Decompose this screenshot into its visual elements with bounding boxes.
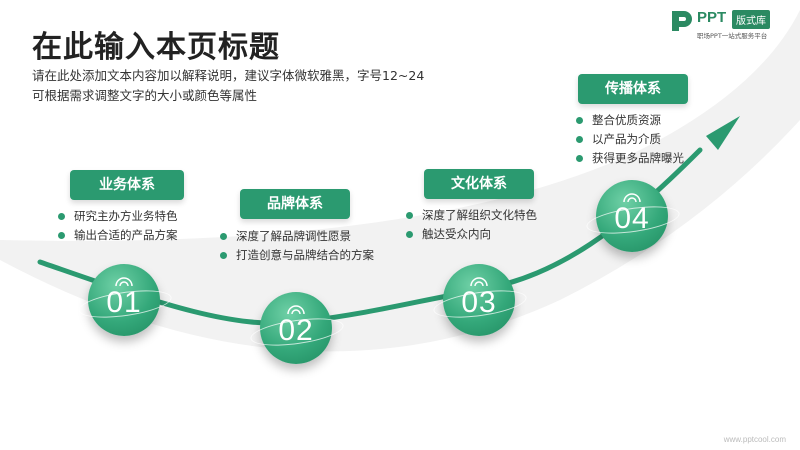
page-title: 在此输入本页标题 (32, 30, 280, 65)
step-1-bullets: 研究主办方业务特色 输出合适的产品方案 (56, 207, 178, 245)
step-4-label: 传播体系 (578, 74, 688, 104)
arrow-head-icon (706, 116, 740, 150)
logo-brand: PPT (697, 9, 727, 26)
list-item: 深度了解品牌调性愿景 (218, 227, 374, 246)
bullet-dot-icon (58, 232, 65, 239)
trend-curve (37, 147, 703, 326)
bullet-dot-icon (406, 231, 413, 238)
list-item: 打造创意与品牌结合的方案 (218, 246, 374, 265)
list-item: 获得更多品牌曝光 (574, 149, 684, 168)
brand-logo: PPT 版式库 职场PPT一站式服务平台 (670, 8, 790, 40)
list-item: 研究主办方业务特色 (56, 207, 178, 226)
bullet-dot-icon (576, 136, 583, 143)
bullet-dot-icon (220, 233, 227, 240)
list-item: 整合优质资源 (574, 111, 684, 130)
signal-arc-icon (470, 277, 488, 286)
step-3-circle: 03 (431, 264, 529, 336)
step-4-bullets: 整合优质资源 以产品为介质 获得更多品牌曝光 (574, 111, 684, 168)
logo-tag: 版式库 (732, 10, 770, 29)
step-1-number: 01 (106, 286, 142, 319)
signal-arc-icon (115, 277, 133, 286)
step-4-number: 04 (614, 202, 650, 235)
step-2-bullets: 深度了解品牌调性愿景 打造创意与品牌结合的方案 (218, 227, 374, 265)
list-item: 触达受众内向 (404, 225, 537, 244)
list-item: 深度了解组织文化特色 (404, 206, 537, 225)
logo-mark-icon (672, 11, 692, 31)
step-3-bullets: 深度了解组织文化特色 触达受众内向 (404, 206, 537, 244)
bullet-dot-icon (58, 213, 65, 220)
signal-arc-icon (623, 193, 641, 202)
step-2-number: 02 (278, 314, 314, 347)
step-1-label: 业务体系 (70, 170, 184, 200)
list-item: 以产品为介质 (574, 130, 684, 149)
bullet-dot-icon (576, 117, 583, 124)
step-3-number: 03 (461, 286, 497, 319)
bullet-dot-icon (220, 252, 227, 259)
bullet-dot-icon (406, 212, 413, 219)
page-description: 请在此处添加文本内容加以解释说明，建议字体微软雅黑，字号12~24 可根据需求调… (32, 66, 492, 106)
step-3-label: 文化体系 (424, 169, 534, 199)
description-line-2: 可根据需求调整文字的大小或颜色等属性 (32, 88, 258, 103)
step-4-circle: 04 (584, 180, 682, 252)
description-line-1: 请在此处添加文本内容加以解释说明，建议字体微软雅黑，字号12~24 (32, 68, 425, 83)
step-2-label: 品牌体系 (240, 189, 350, 219)
footer-url: www.pptcool.com (723, 435, 786, 444)
list-item: 输出合适的产品方案 (56, 226, 178, 245)
step-2-circle: 02 (248, 292, 346, 364)
bullet-dot-icon (576, 155, 583, 162)
signal-arc-icon (287, 305, 305, 314)
step-1-circle: 01 (76, 264, 174, 336)
logo-subtitle: 职场PPT一站式服务平台 (697, 32, 768, 40)
